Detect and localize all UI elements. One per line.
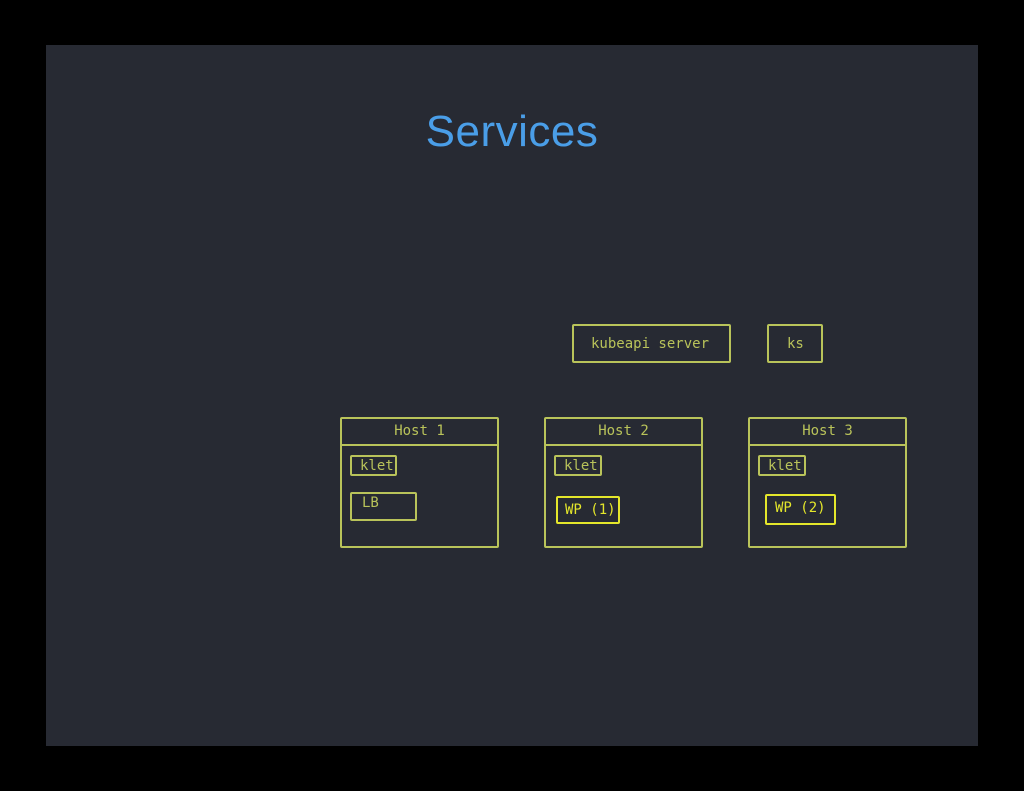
host-3-kubelet-label: klet xyxy=(768,458,802,474)
kubeapi-server-box: kubeapi server xyxy=(572,324,731,363)
host-2-workload-label: WP (1) xyxy=(565,502,616,518)
host-2-box: Host 2 klet WP (1) xyxy=(544,417,703,548)
host-1-kubelet-label: klet xyxy=(360,458,394,474)
host-1-workload-box: LB xyxy=(350,492,417,521)
host-3-header: Host 3 xyxy=(750,419,905,446)
host-3-box: Host 3 klet WP (2) xyxy=(748,417,907,548)
host-3-kubelet-box: klet xyxy=(758,455,806,476)
slide-title: Services xyxy=(425,107,599,156)
ks-label: ks xyxy=(787,336,804,352)
host-1-header: Host 1 xyxy=(342,419,497,446)
host-2-kubelet-box: klet xyxy=(554,455,602,476)
host-3-workload-box: WP (2) xyxy=(765,494,836,525)
host-2-workload-box: WP (1) xyxy=(556,496,620,524)
host-1-kubelet-box: klet xyxy=(350,455,397,476)
ks-box: ks xyxy=(767,324,823,363)
host-2-kubelet-label: klet xyxy=(564,458,598,474)
host-1-workload-label: LB xyxy=(362,495,379,511)
host-1-box: Host 1 klet LB xyxy=(340,417,499,548)
host-2-header: Host 2 xyxy=(546,419,701,446)
slide: Services kubeapi server ks Host 1 klet L… xyxy=(46,45,978,746)
kubeapi-server-label: kubeapi server xyxy=(591,336,710,352)
host-3-workload-label: WP (2) xyxy=(775,500,826,516)
